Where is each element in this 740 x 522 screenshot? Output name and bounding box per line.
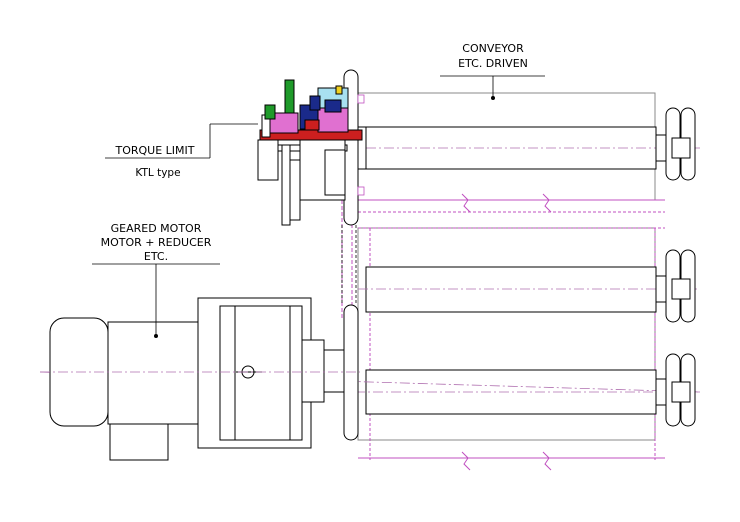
conveyor-label-line1: CONVEYOR <box>462 42 524 55</box>
torque-limit-label: TORQUE LIMIT <box>114 144 194 157</box>
leader-dots <box>154 96 495 338</box>
geared-motor-label-line1: GEARED MOTOR <box>111 222 202 235</box>
roller-middle <box>365 266 657 313</box>
drive-chain <box>341 225 357 305</box>
reducer-housing <box>219 305 303 441</box>
geared-motor-label-line3: ETC. <box>144 250 168 263</box>
geared-motor-label-line2: MOTOR + REDUCER <box>101 236 212 249</box>
roller-end-sprockets <box>655 107 696 427</box>
torque-limiter-assembly <box>257 79 363 226</box>
output-flange <box>301 339 325 403</box>
ktl-type-label: KTL type <box>135 167 180 179</box>
leader-lines <box>92 75 545 336</box>
rollers <box>365 126 657 415</box>
conveyor-label-line2: ETC. DRIVEN <box>458 57 528 70</box>
sprocket-bolts <box>357 94 365 196</box>
dimension-lines <box>341 193 665 471</box>
motor-foot <box>109 423 169 461</box>
output-shaft <box>323 349 345 393</box>
geared-motor <box>49 297 345 461</box>
